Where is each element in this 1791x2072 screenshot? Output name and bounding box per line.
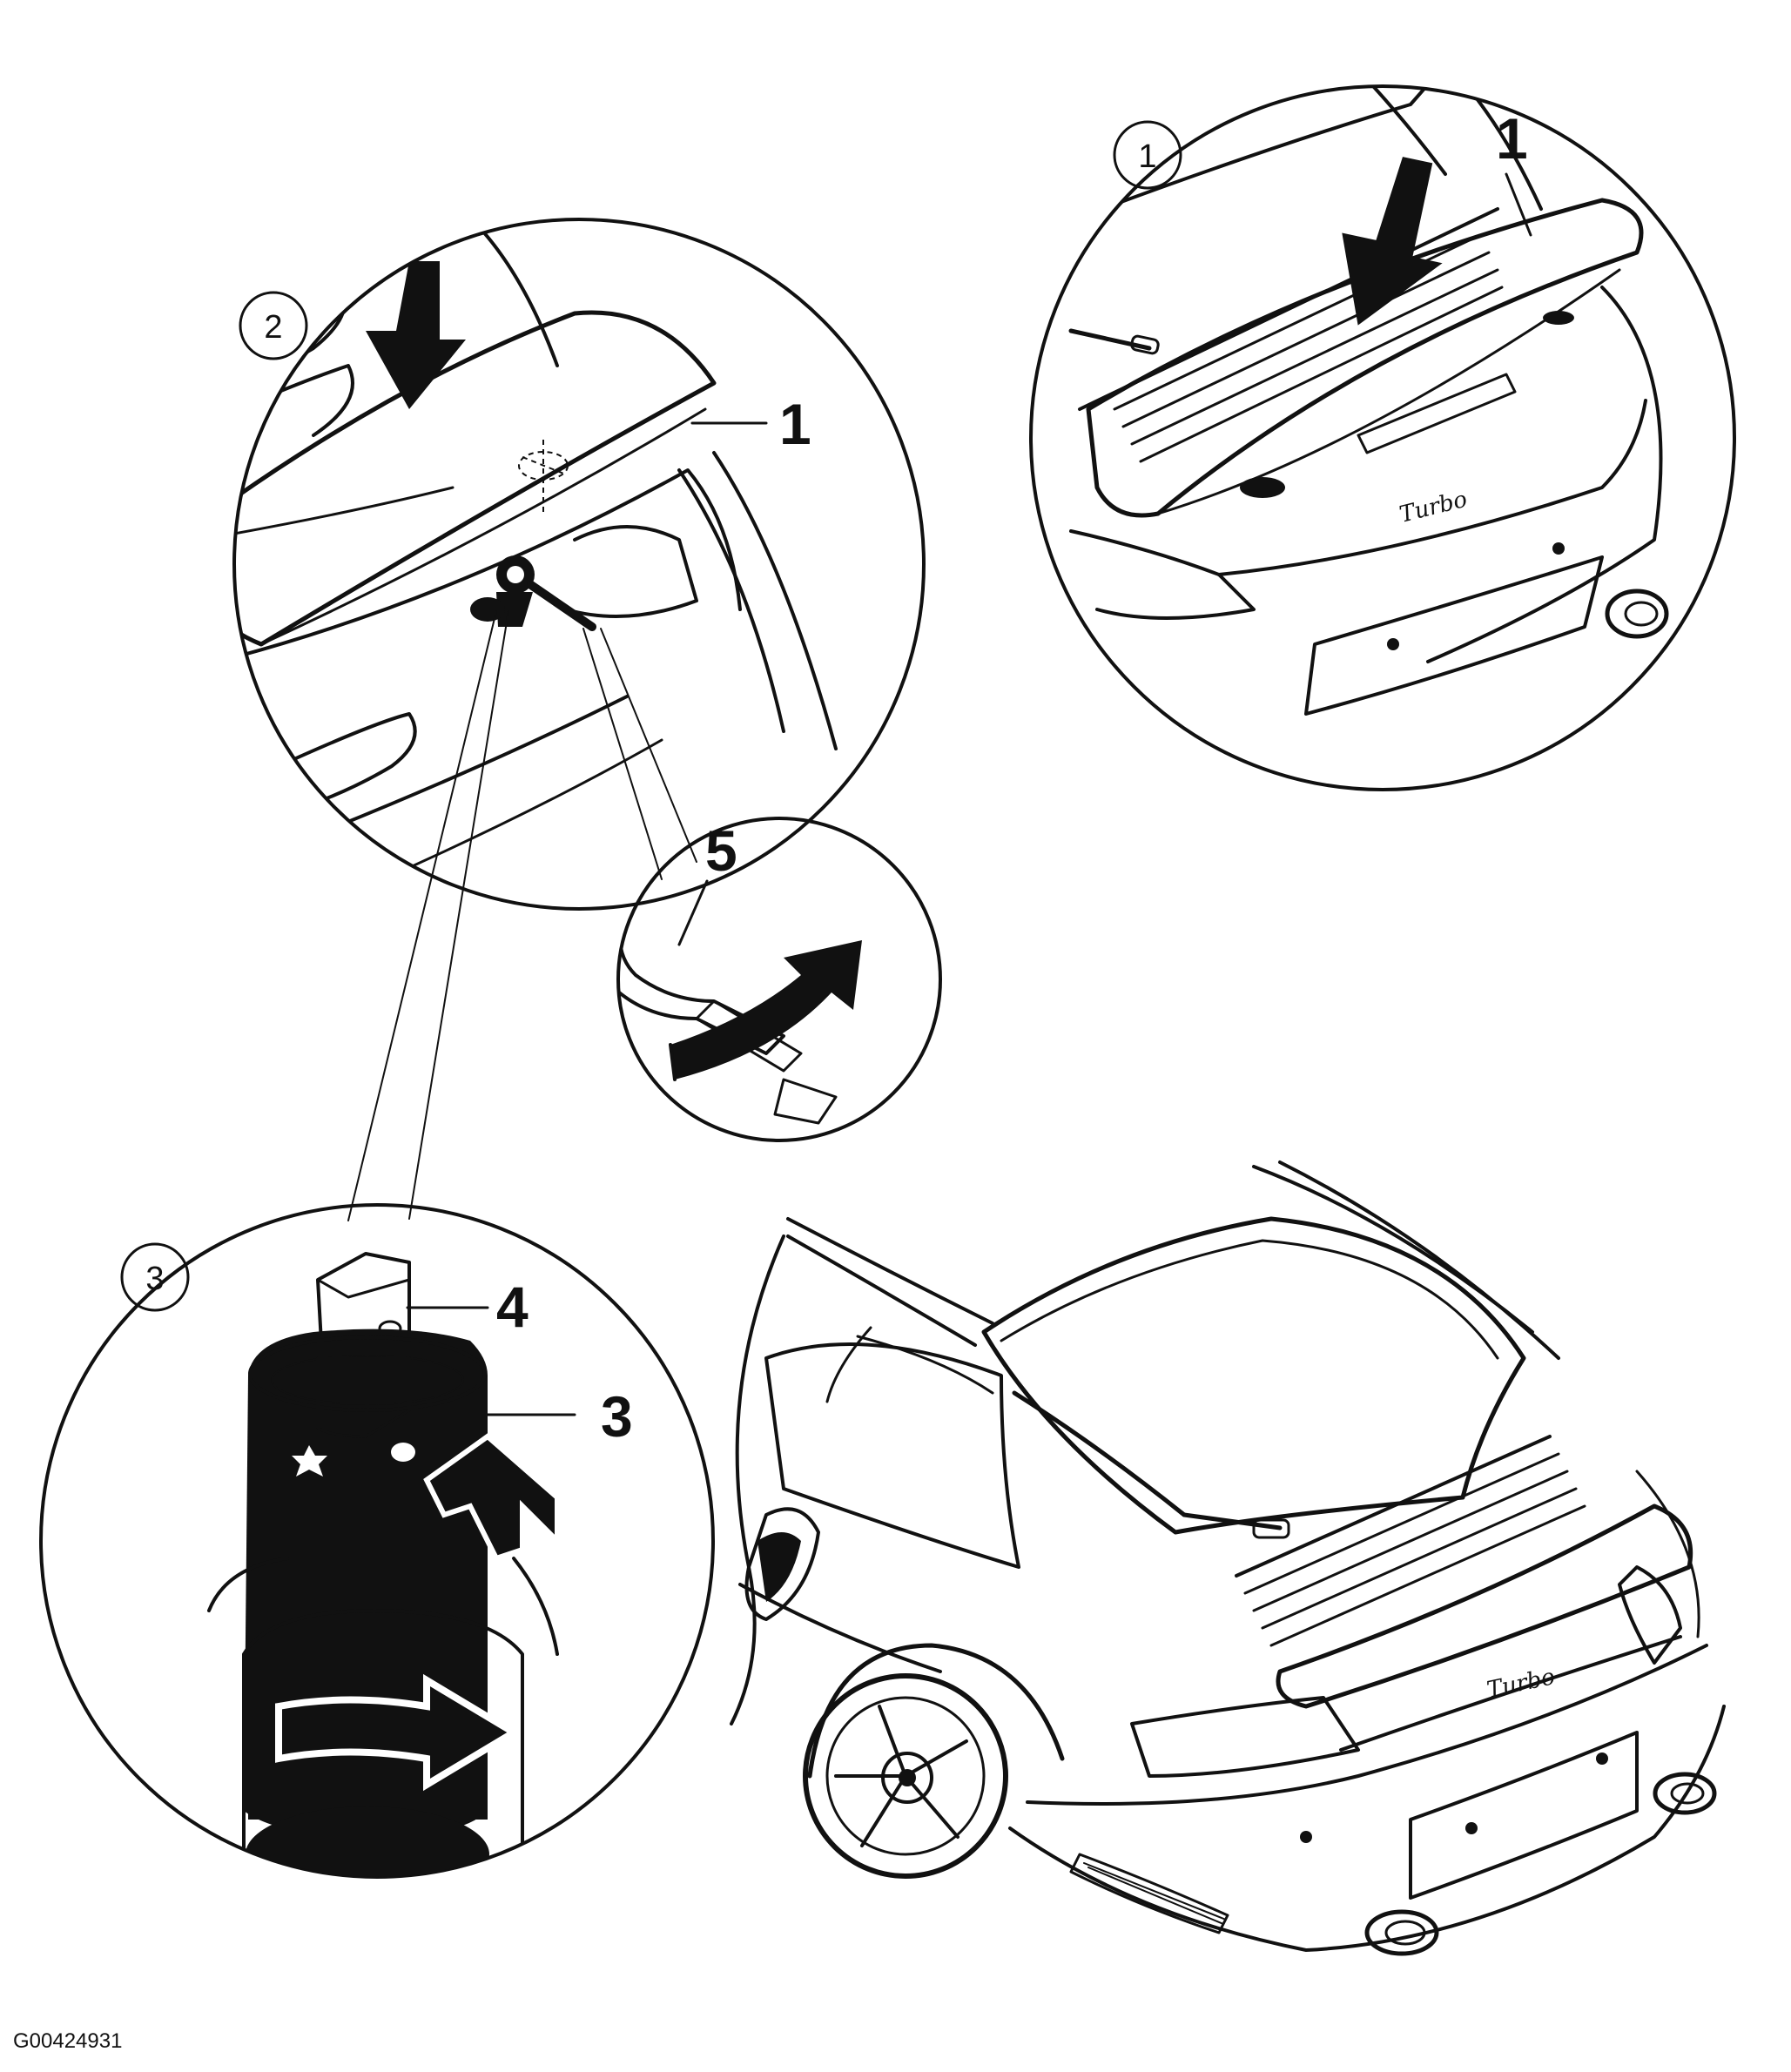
rotate-arrow-icon xyxy=(670,940,862,1080)
push-arrow-icon xyxy=(423,1433,560,1562)
vent-icon xyxy=(1240,477,1285,498)
step-3-number: 3 xyxy=(145,1261,164,1297)
step-1-number: 1 xyxy=(1138,138,1156,175)
rear-wheel xyxy=(803,1673,1008,1879)
car-rear-view: Turbo xyxy=(730,1160,1726,1956)
detail-2-drawing xyxy=(234,219,838,881)
step-2-circle xyxy=(239,291,308,360)
detail-2-part-label: 1 xyxy=(779,392,811,456)
license-plate-recess xyxy=(1409,1731,1639,1900)
detail-wrench: 5 xyxy=(616,817,942,1142)
wrench-part-label: 5 xyxy=(705,818,737,883)
detail-1-drawing: Turbo xyxy=(1031,86,1669,716)
step-3-circle xyxy=(120,1242,190,1312)
torx-star-icon xyxy=(292,1445,327,1477)
detail-1-part-label: 1 xyxy=(1496,106,1528,171)
exhaust-tip xyxy=(1653,1772,1717,1815)
press-down-arrow-icon xyxy=(366,261,466,409)
bolt-part-label: 4 xyxy=(496,1275,529,1339)
detail-spoiler-overview: Turbo 1 1 xyxy=(1029,84,1736,791)
rear-spoiler xyxy=(1276,1504,1693,1709)
detail-socket: 3 4 3 xyxy=(39,1203,715,1879)
step-2-number: 2 xyxy=(264,309,282,346)
step-1-circle xyxy=(1113,120,1182,190)
rotate-arrow-icon xyxy=(275,1673,521,1792)
press-down-arrow-icon xyxy=(1342,157,1443,326)
exhaust-tip xyxy=(1364,1909,1439,1956)
detail-3-drawing xyxy=(207,1252,560,1877)
detail-5-frame xyxy=(616,817,942,1142)
detail-1-badge: Turbo xyxy=(1397,487,1470,528)
socket-part-label: 3 xyxy=(601,1384,633,1449)
detail-5-drawing xyxy=(618,904,862,1125)
detail-2-frame xyxy=(232,218,926,911)
rear-window xyxy=(981,1216,1526,1535)
detail-spoiler-mount: 2 1 xyxy=(232,218,926,911)
detail-1-frame xyxy=(1029,84,1736,791)
figure-code: G00424931 xyxy=(13,2029,122,2053)
